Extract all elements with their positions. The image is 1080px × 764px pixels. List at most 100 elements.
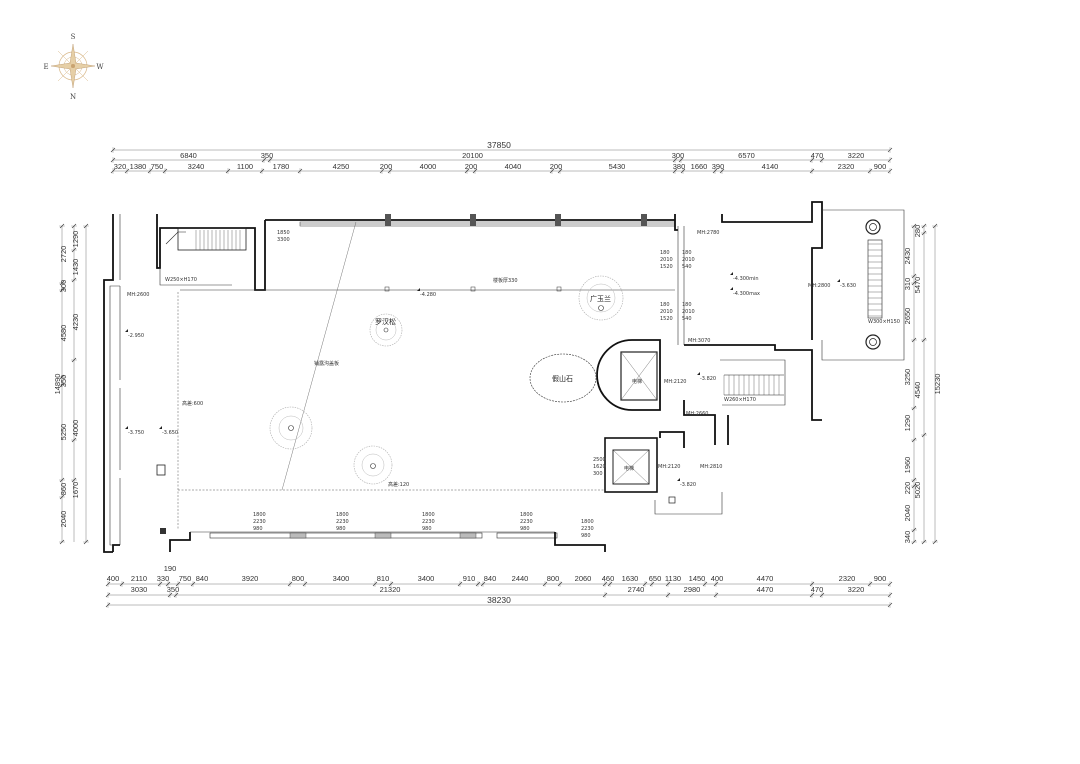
- dim-top-row3: 4040: [505, 162, 522, 171]
- label-level-m3650: -3.650: [162, 430, 178, 436]
- label-win-a1: 180: [660, 250, 670, 256]
- dim-bottom-row1: 1130: [665, 574, 681, 583]
- dim-top-row3: 1380: [130, 162, 147, 171]
- tree-icon: [269, 406, 313, 450]
- dim-bottom-row1: 460: [602, 574, 615, 583]
- label-slope-note: 高差:600: [182, 400, 203, 407]
- label-high-note: 高差:120: [388, 481, 409, 488]
- dim-right-total: 15230: [933, 374, 942, 395]
- label-win-c3: 1520: [660, 316, 673, 322]
- dim-right-col1: 3250: [903, 369, 912, 386]
- label-win-a2: 2010: [660, 257, 673, 263]
- dim-right-col2: 5470: [913, 277, 922, 294]
- dim-bottom-row1: 800: [292, 574, 305, 583]
- stair-left-icon: [165, 227, 247, 251]
- dim-bottom-row1: 910: [463, 574, 476, 583]
- dim-bottom-row1: 2440: [512, 574, 529, 583]
- dim-left-total: 14890: [53, 374, 62, 395]
- label-rock: 假山石: [552, 374, 573, 383]
- dim-bottom-row1: 3400: [418, 574, 435, 583]
- dim-top-row3: 200: [465, 162, 478, 171]
- dim-left-col2: 1430: [71, 259, 80, 276]
- dim-bottom-row1: 3400: [333, 574, 350, 583]
- tree-icon: [578, 275, 624, 321]
- dim-bottom-row1: 1630: [622, 574, 639, 583]
- plan-labels: W250×H170 W260×H170 W300×H150 1850 3300 …: [125, 230, 900, 539]
- label-win-b3: 540: [682, 264, 692, 270]
- dim-bottom-row1: 750: [179, 574, 192, 583]
- dim-right-col1: 340: [903, 531, 912, 544]
- label-bw5-b: 2230: [581, 526, 594, 532]
- label-stair-spec-2: W260×H170: [724, 397, 756, 403]
- building-walls: [103, 201, 905, 553]
- dim-bottom-row2: 4470: [757, 585, 774, 594]
- label-tree-1: 罗汉松: [375, 317, 396, 326]
- dim-right-col1: 2430: [903, 248, 912, 265]
- label-win-d2: 2010: [682, 309, 695, 315]
- label-win-d1: 180: [682, 302, 692, 308]
- dim-bottom-total: 38230: [487, 595, 511, 605]
- dim-top-row3: 200: [550, 162, 563, 171]
- label-elevator-2: 电梯: [624, 465, 634, 472]
- label-win-d3: 540: [682, 316, 692, 322]
- dim-left-col1: 860: [59, 483, 68, 496]
- dim-right-col1: 2650: [903, 308, 912, 325]
- dim-bottom-row1: 840: [196, 574, 209, 583]
- label-win-c1: 180: [660, 302, 670, 308]
- dim-top-row3: 380: [673, 162, 686, 171]
- label-win-c2: 2010: [660, 309, 673, 315]
- label-bw3-b: 2230: [422, 519, 435, 525]
- dim-left-col2: 4230: [71, 314, 80, 331]
- dim-bottom-row1: 4470: [757, 574, 774, 583]
- dim-bottom-190: 190: [164, 564, 177, 573]
- dim-bottom-row1: 1450: [689, 574, 706, 583]
- label-win-a3: 1520: [660, 264, 673, 270]
- label-bw2-a: 1800: [336, 512, 349, 518]
- label-level-m3820b: -3.820: [680, 482, 696, 488]
- label-door-300: 300: [593, 471, 603, 477]
- dim-top-row2: 300: [672, 151, 685, 160]
- dim-bottom-row1: 650: [649, 574, 662, 583]
- dim-bottom-row1: 2110: [131, 574, 147, 583]
- label-bw1-b: 2230: [253, 519, 266, 525]
- label-bw3-c: 980: [422, 526, 432, 532]
- dim-bottom-row1: 810: [377, 574, 390, 583]
- dim-bottom-row1: 330: [157, 574, 170, 583]
- dim-bottom-row1: 840: [484, 574, 497, 583]
- dim-top-row3: 4250: [333, 162, 350, 171]
- dim-right-col2: 280: [913, 225, 922, 238]
- dim-bottom-row2: 3220: [848, 585, 865, 594]
- dim-bottom-row2: 2980: [684, 585, 701, 594]
- compass-n-label: N: [70, 93, 76, 101]
- label-level-m4280: -4.280: [420, 292, 436, 298]
- label-stair-spec-1: W250×H170: [165, 277, 197, 283]
- dim-bottom-row2: 2740: [628, 585, 645, 594]
- tree-icon: [353, 445, 393, 485]
- dim-top-row3: 390: [712, 162, 725, 171]
- label-door-2500: 2500: [593, 457, 606, 463]
- label-door-3300: 3300: [277, 237, 290, 243]
- label-level-m4300min: -4.300min: [733, 276, 759, 282]
- compass-rose-icon: S E W N: [43, 33, 104, 101]
- rock-icon: [529, 353, 597, 403]
- dim-right-col1: 1960: [903, 457, 912, 474]
- label-mh-2780: MH:2780: [697, 230, 719, 236]
- compass-s-label: S: [71, 33, 76, 41]
- dim-right-col1: 310: [903, 278, 912, 291]
- dim-top-row3: 1100: [237, 162, 253, 171]
- dim-top-row3: 200: [380, 162, 393, 171]
- label-door-1850: 1850: [277, 230, 290, 236]
- label-mh-2810: MH:2810: [700, 464, 722, 470]
- label-level-m2950: -2.950: [128, 333, 144, 339]
- dim-right-col1: 2040: [903, 505, 912, 522]
- dim-bottom-row1: 400: [107, 574, 120, 583]
- label-mh-2660: MH:2660: [686, 411, 708, 417]
- label-tree-2: 广玉兰: [590, 294, 611, 303]
- dim-bottom-row2: 350: [167, 585, 180, 594]
- label-bw2-c: 980: [336, 526, 346, 532]
- label-level-m4300max: -4.300max: [733, 291, 760, 297]
